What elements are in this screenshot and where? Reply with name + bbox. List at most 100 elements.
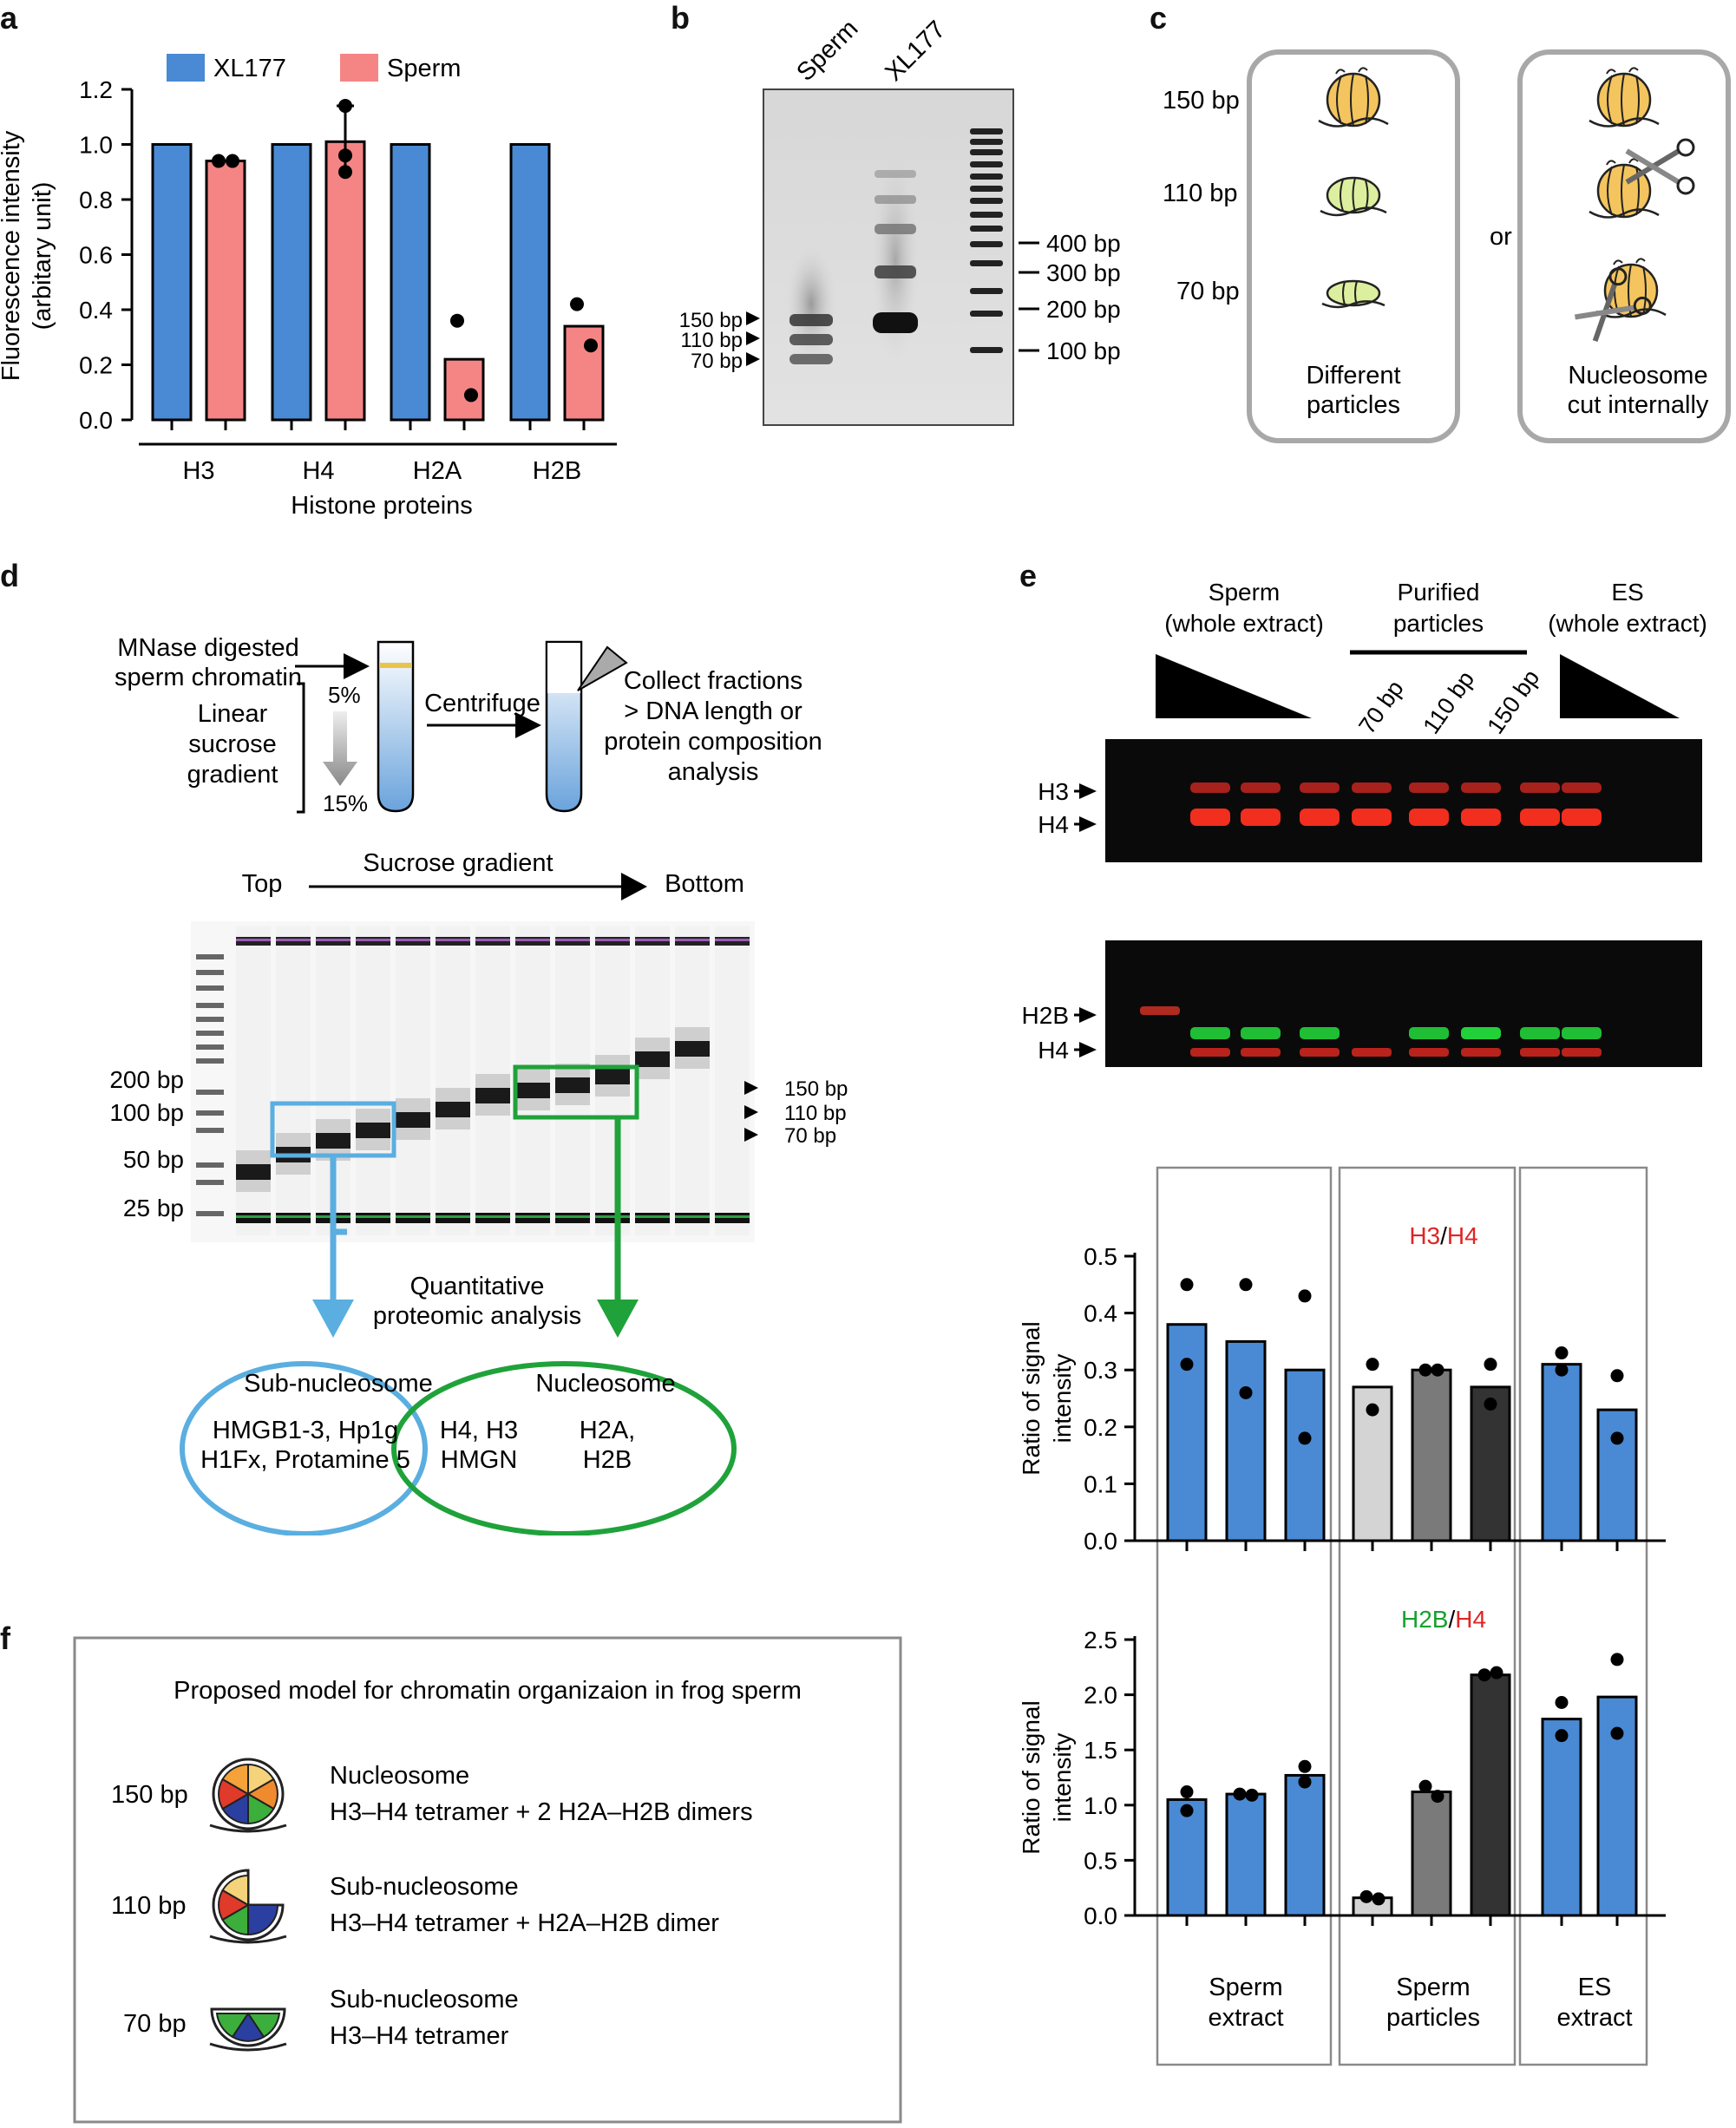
purple-marker	[515, 939, 550, 941]
data-point	[1555, 1696, 1569, 1710]
fraction-gel-lanes	[196, 926, 750, 1235]
h3-band	[1190, 782, 1230, 793]
green-marker	[595, 1215, 630, 1218]
nucleosome-pie-icon	[208, 1758, 288, 1833]
band-mono	[873, 312, 918, 333]
bar-es1	[1541, 1718, 1582, 1917]
group-box-es	[1518, 1166, 1648, 2066]
data-point	[450, 313, 464, 328]
gel-right-marker-label: 70 bp	[784, 1124, 836, 1148]
bar-es1	[1541, 1363, 1582, 1542]
blot-label: H4	[1038, 1037, 1069, 1064]
nuc-items: H2A,H2B	[580, 1417, 635, 1474]
h3-band	[1409, 782, 1449, 793]
sample-band	[436, 1102, 470, 1117]
data-point	[1431, 1363, 1444, 1377]
category-label: H4	[302, 457, 334, 485]
y-tick-label: 0.8	[79, 187, 113, 213]
gradient-arrow-icon	[323, 711, 357, 786]
y-tick-label: 0.5	[1084, 1243, 1117, 1270]
band-110	[789, 334, 833, 345]
centrifuge-label: Centrifuge	[424, 690, 540, 717]
lane-label-xl177: XL177	[880, 16, 951, 87]
h3-band	[1300, 782, 1340, 793]
model-title: Proposed model for chromatin organizaion…	[174, 1677, 802, 1705]
model-desc-70: H3–H4 tetramer	[330, 2022, 509, 2050]
arrow-left-icon	[744, 1081, 758, 1095]
model-size-150: 150 bp	[111, 1781, 188, 1809]
blot-label: H3	[1038, 778, 1069, 805]
arrow-left-icon	[744, 1128, 758, 1142]
left-marker-label: 110 bp	[680, 329, 743, 352]
h4-band	[1190, 809, 1230, 826]
data-point	[1484, 1398, 1497, 1411]
sample-band	[635, 1051, 670, 1067]
data-point	[1555, 1363, 1569, 1377]
data-point	[1233, 1787, 1247, 1801]
tube-icon	[377, 640, 415, 813]
data-point	[1484, 1358, 1497, 1372]
ladder-band	[196, 1211, 224, 1216]
gel-lane	[436, 926, 470, 1235]
right-marker-label: 300 bp	[1046, 259, 1121, 286]
group-box-sperm	[1156, 1166, 1333, 2066]
data-point	[1180, 1785, 1194, 1799]
green-marker	[276, 1215, 311, 1218]
data-point	[226, 154, 239, 168]
gel-left-marker-label: 25 bp	[123, 1195, 184, 1221]
group-box-particles	[1338, 1166, 1517, 2066]
legend-swatch-xl177	[167, 54, 205, 82]
subnucleosome-110-icon	[1319, 176, 1388, 217]
h2b-band	[1520, 1027, 1560, 1039]
data-point	[1431, 1790, 1444, 1804]
h4-band	[1190, 1048, 1230, 1057]
category-label: H2B	[533, 457, 581, 485]
h4-band	[1562, 809, 1602, 826]
model-name-70: Sub-nucleosome	[330, 1986, 519, 2013]
data-point	[1366, 1403, 1379, 1417]
right-marker-label: 200 bp	[1046, 296, 1121, 323]
data-point	[1180, 1358, 1194, 1372]
sample-band	[475, 1088, 510, 1103]
left-marker-label: 70 bp	[691, 350, 743, 373]
particle-size-label: 110 bp	[1418, 666, 1479, 738]
h2b-band	[1461, 1027, 1501, 1039]
bar-xl177-H2B	[509, 143, 551, 422]
wedge-es-icon	[1560, 654, 1680, 718]
top-label: Top	[242, 870, 283, 898]
ladder-band	[970, 226, 1003, 232]
ladder-band	[970, 311, 1003, 317]
gel-right-marker-label: 150 bp	[784, 1077, 848, 1101]
ladder-band	[196, 1110, 224, 1116]
legend-swatch-sperm	[340, 54, 378, 82]
green-marker	[436, 1215, 470, 1218]
ladder-band	[970, 174, 1003, 180]
y-tick-label: 0.0	[1084, 1902, 1117, 1929]
data-point	[1239, 1385, 1253, 1399]
gel-lane	[675, 926, 710, 1235]
ladder-band	[196, 1031, 224, 1036]
bars	[151, 99, 605, 422]
h3-band	[1241, 782, 1281, 793]
data-point	[1366, 1358, 1379, 1372]
sample-band	[316, 1133, 350, 1149]
gel-left-marker-label: 100 bp	[109, 1099, 184, 1126]
subnucleosome-110-pie-icon	[208, 1869, 288, 1944]
y-tick-label: 1.0	[79, 132, 113, 159]
ladder-band	[970, 347, 1003, 353]
y-tick-label: 1.5	[1084, 1737, 1117, 1764]
